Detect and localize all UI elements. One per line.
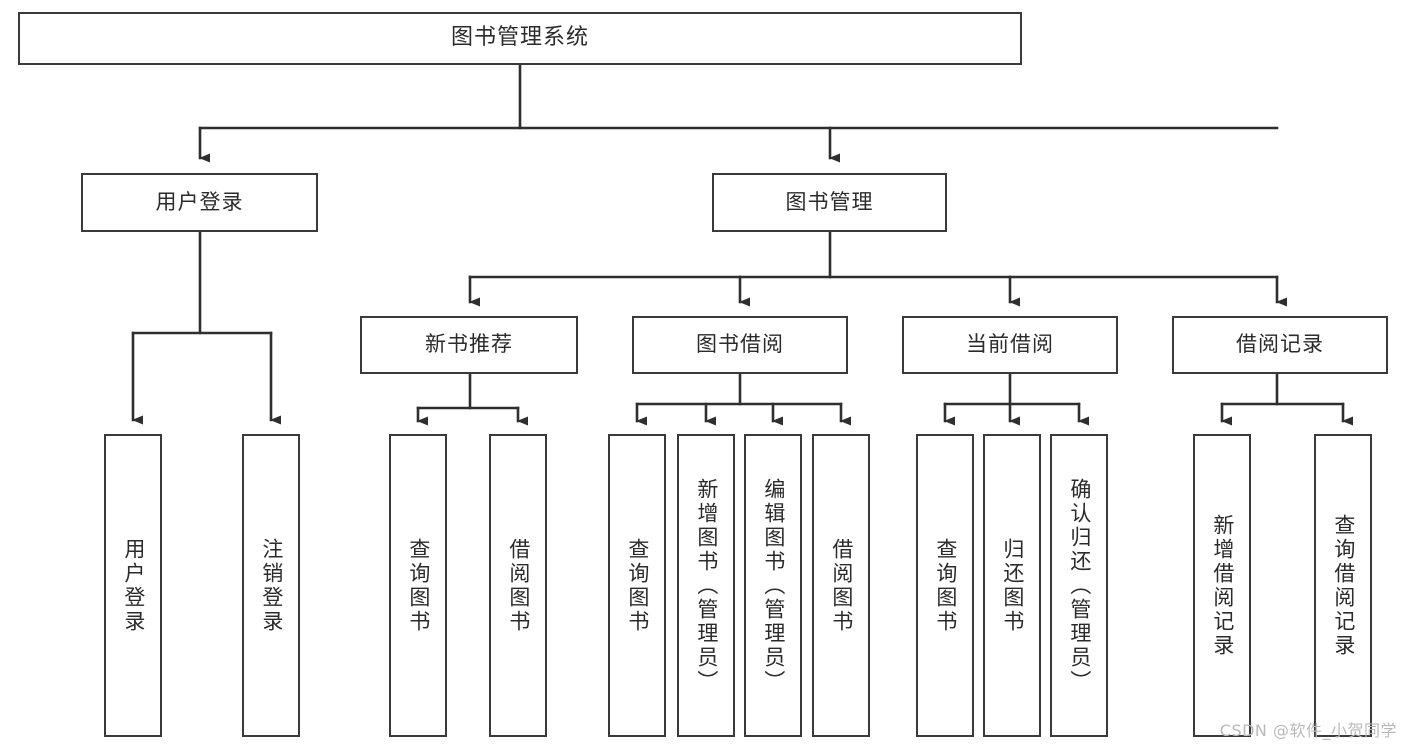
node-label: 当前借阅 [966,332,1054,357]
node-book-manage[interactable]: 图书管理 [712,173,947,232]
node-user-login[interactable]: 用户登录 [81,173,318,232]
node-label: 用户登录 [155,189,244,214]
node-label: 图书借阅 [696,332,784,357]
node-label: 图书管理系统 [450,25,589,51]
node-label: 编辑图书（管理员） [761,477,786,694]
leaf-node-user-login[interactable]: 用户登录 [104,434,162,737]
leaf-node-cb-confirm-return[interactable]: 确认归还（管理员） [1050,434,1108,737]
leaf-node-cb-return-book[interactable]: 归还图书 [983,434,1041,737]
node-label: 确认归还（管理员） [1067,477,1092,694]
leaf-node-bb-borrow-book[interactable]: 借阅图书 [812,434,870,737]
node-label: 新增借阅记录 [1210,513,1235,658]
node-label: 用户登录 [121,537,146,634]
leaf-node-user-logout[interactable]: 注销登录 [242,434,300,737]
node-current-borrow[interactable]: 当前借阅 [902,316,1118,374]
leaf-node-bb-query-book[interactable]: 查询图书 [608,434,666,737]
node-label: 归还图书 [1000,537,1025,634]
node-label: 查询借阅记录 [1331,513,1356,658]
node-label: 借阅图书 [506,537,531,634]
leaf-node-br-add-record[interactable]: 新增借阅记录 [1193,434,1251,737]
leaf-node-bb-edit-book[interactable]: 编辑图书（管理员） [744,434,802,737]
node-label: 查询图书 [933,537,958,634]
leaf-node-rec-query-book[interactable]: 查询图书 [389,434,447,737]
node-label: 借阅记录 [1236,332,1324,357]
node-label: 图书管理 [785,189,874,214]
leaf-node-bb-add-book[interactable]: 新增图书（管理员） [677,434,735,737]
node-book-borrow[interactable]: 图书借阅 [632,316,848,374]
leaf-node-rec-borrow-book[interactable]: 借阅图书 [489,434,547,737]
node-label: 借阅图书 [829,537,854,634]
csdn-watermark: CSDN @软件_小贺同学 [1219,721,1397,740]
node-root-system[interactable]: 图书管理系统 [18,12,1022,65]
node-label: 新增图书（管理员） [694,477,719,694]
node-new-book-rec[interactable]: 新书推荐 [360,316,578,374]
node-label: 查询图书 [406,537,431,634]
node-label: 注销登录 [259,537,284,634]
node-label: 新书推荐 [425,332,513,357]
leaf-node-cb-query-book[interactable]: 查询图书 [916,434,974,737]
node-label: 查询图书 [625,537,650,634]
leaf-node-br-query-record[interactable]: 查询借阅记录 [1314,434,1372,737]
node-borrow-record[interactable]: 借阅记录 [1172,316,1388,374]
